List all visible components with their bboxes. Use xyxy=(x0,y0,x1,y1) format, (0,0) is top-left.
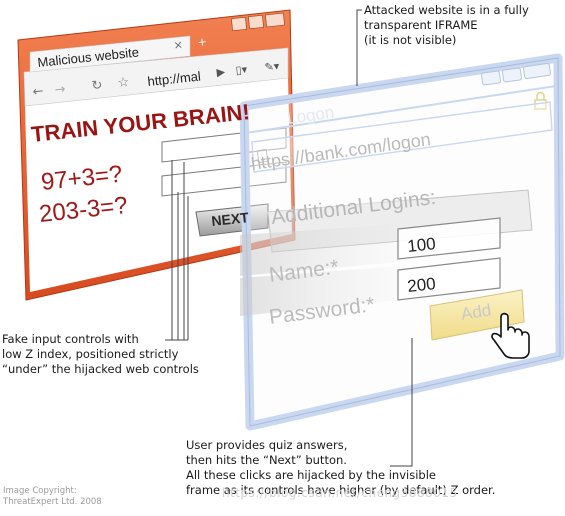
bank-maximize-button[interactable] xyxy=(502,67,522,83)
name-value: 100 xyxy=(406,234,436,256)
bank-name-input[interactable] xyxy=(397,217,501,260)
back-arrow-icon[interactable]: ← xyxy=(32,84,45,100)
star-icon[interactable]: ☆ xyxy=(117,75,130,91)
bank-password-input[interactable] xyxy=(397,257,501,301)
bank-window-controls xyxy=(481,63,551,86)
image-copyright: Image Copyright: ThreatExpert Ltd. 2008 xyxy=(3,486,102,507)
close-window-button[interactable] xyxy=(265,12,285,28)
hand-cursor-icon xyxy=(491,312,530,359)
wrench-icon[interactable]: ✎▾ xyxy=(264,59,280,74)
maximize-button[interactable] xyxy=(248,14,264,30)
page-menu-icon[interactable]: ▯▾ xyxy=(235,63,248,77)
fake-controls-note: Fake input controls with low Z index, po… xyxy=(2,332,199,376)
page-icon xyxy=(256,148,269,164)
iframe-note: Attacked website is in a fully transpare… xyxy=(364,3,529,47)
bank-address-bar[interactable] xyxy=(251,101,553,173)
user-actions-note: User provides quiz answers, then hits th… xyxy=(186,438,496,497)
password-value: 200 xyxy=(406,274,436,296)
tab-close-icon[interactable]: × xyxy=(173,38,184,52)
bank-iframe-window xyxy=(239,53,565,431)
bank-close-button[interactable] xyxy=(523,63,551,79)
play-icon[interactable]: ▶ xyxy=(216,65,226,79)
new-tab-icon[interactable]: + xyxy=(197,35,208,49)
next-button[interactable]: NEXT xyxy=(211,209,250,229)
add-button[interactable]: Add xyxy=(460,300,493,323)
minimize-button[interactable] xyxy=(231,16,247,32)
reload-icon[interactable]: ↻ xyxy=(91,78,103,94)
malicious-address-bar[interactable]: http://mal xyxy=(147,68,202,89)
browser-tab[interactable] xyxy=(29,35,191,73)
window-controls xyxy=(231,12,285,32)
bank-minimize-button[interactable] xyxy=(481,70,501,86)
bank-add-button-shape[interactable] xyxy=(429,289,525,341)
connector-lines xyxy=(165,9,413,467)
malicious-browser-window: ← → ↻ ☆ ▶ ▯▾ ✎▾ xyxy=(17,9,296,301)
watermark-url: https://blog.csdn.net/cheng3888015 xyxy=(222,486,458,500)
forward-arrow-icon[interactable]: → xyxy=(54,82,67,98)
